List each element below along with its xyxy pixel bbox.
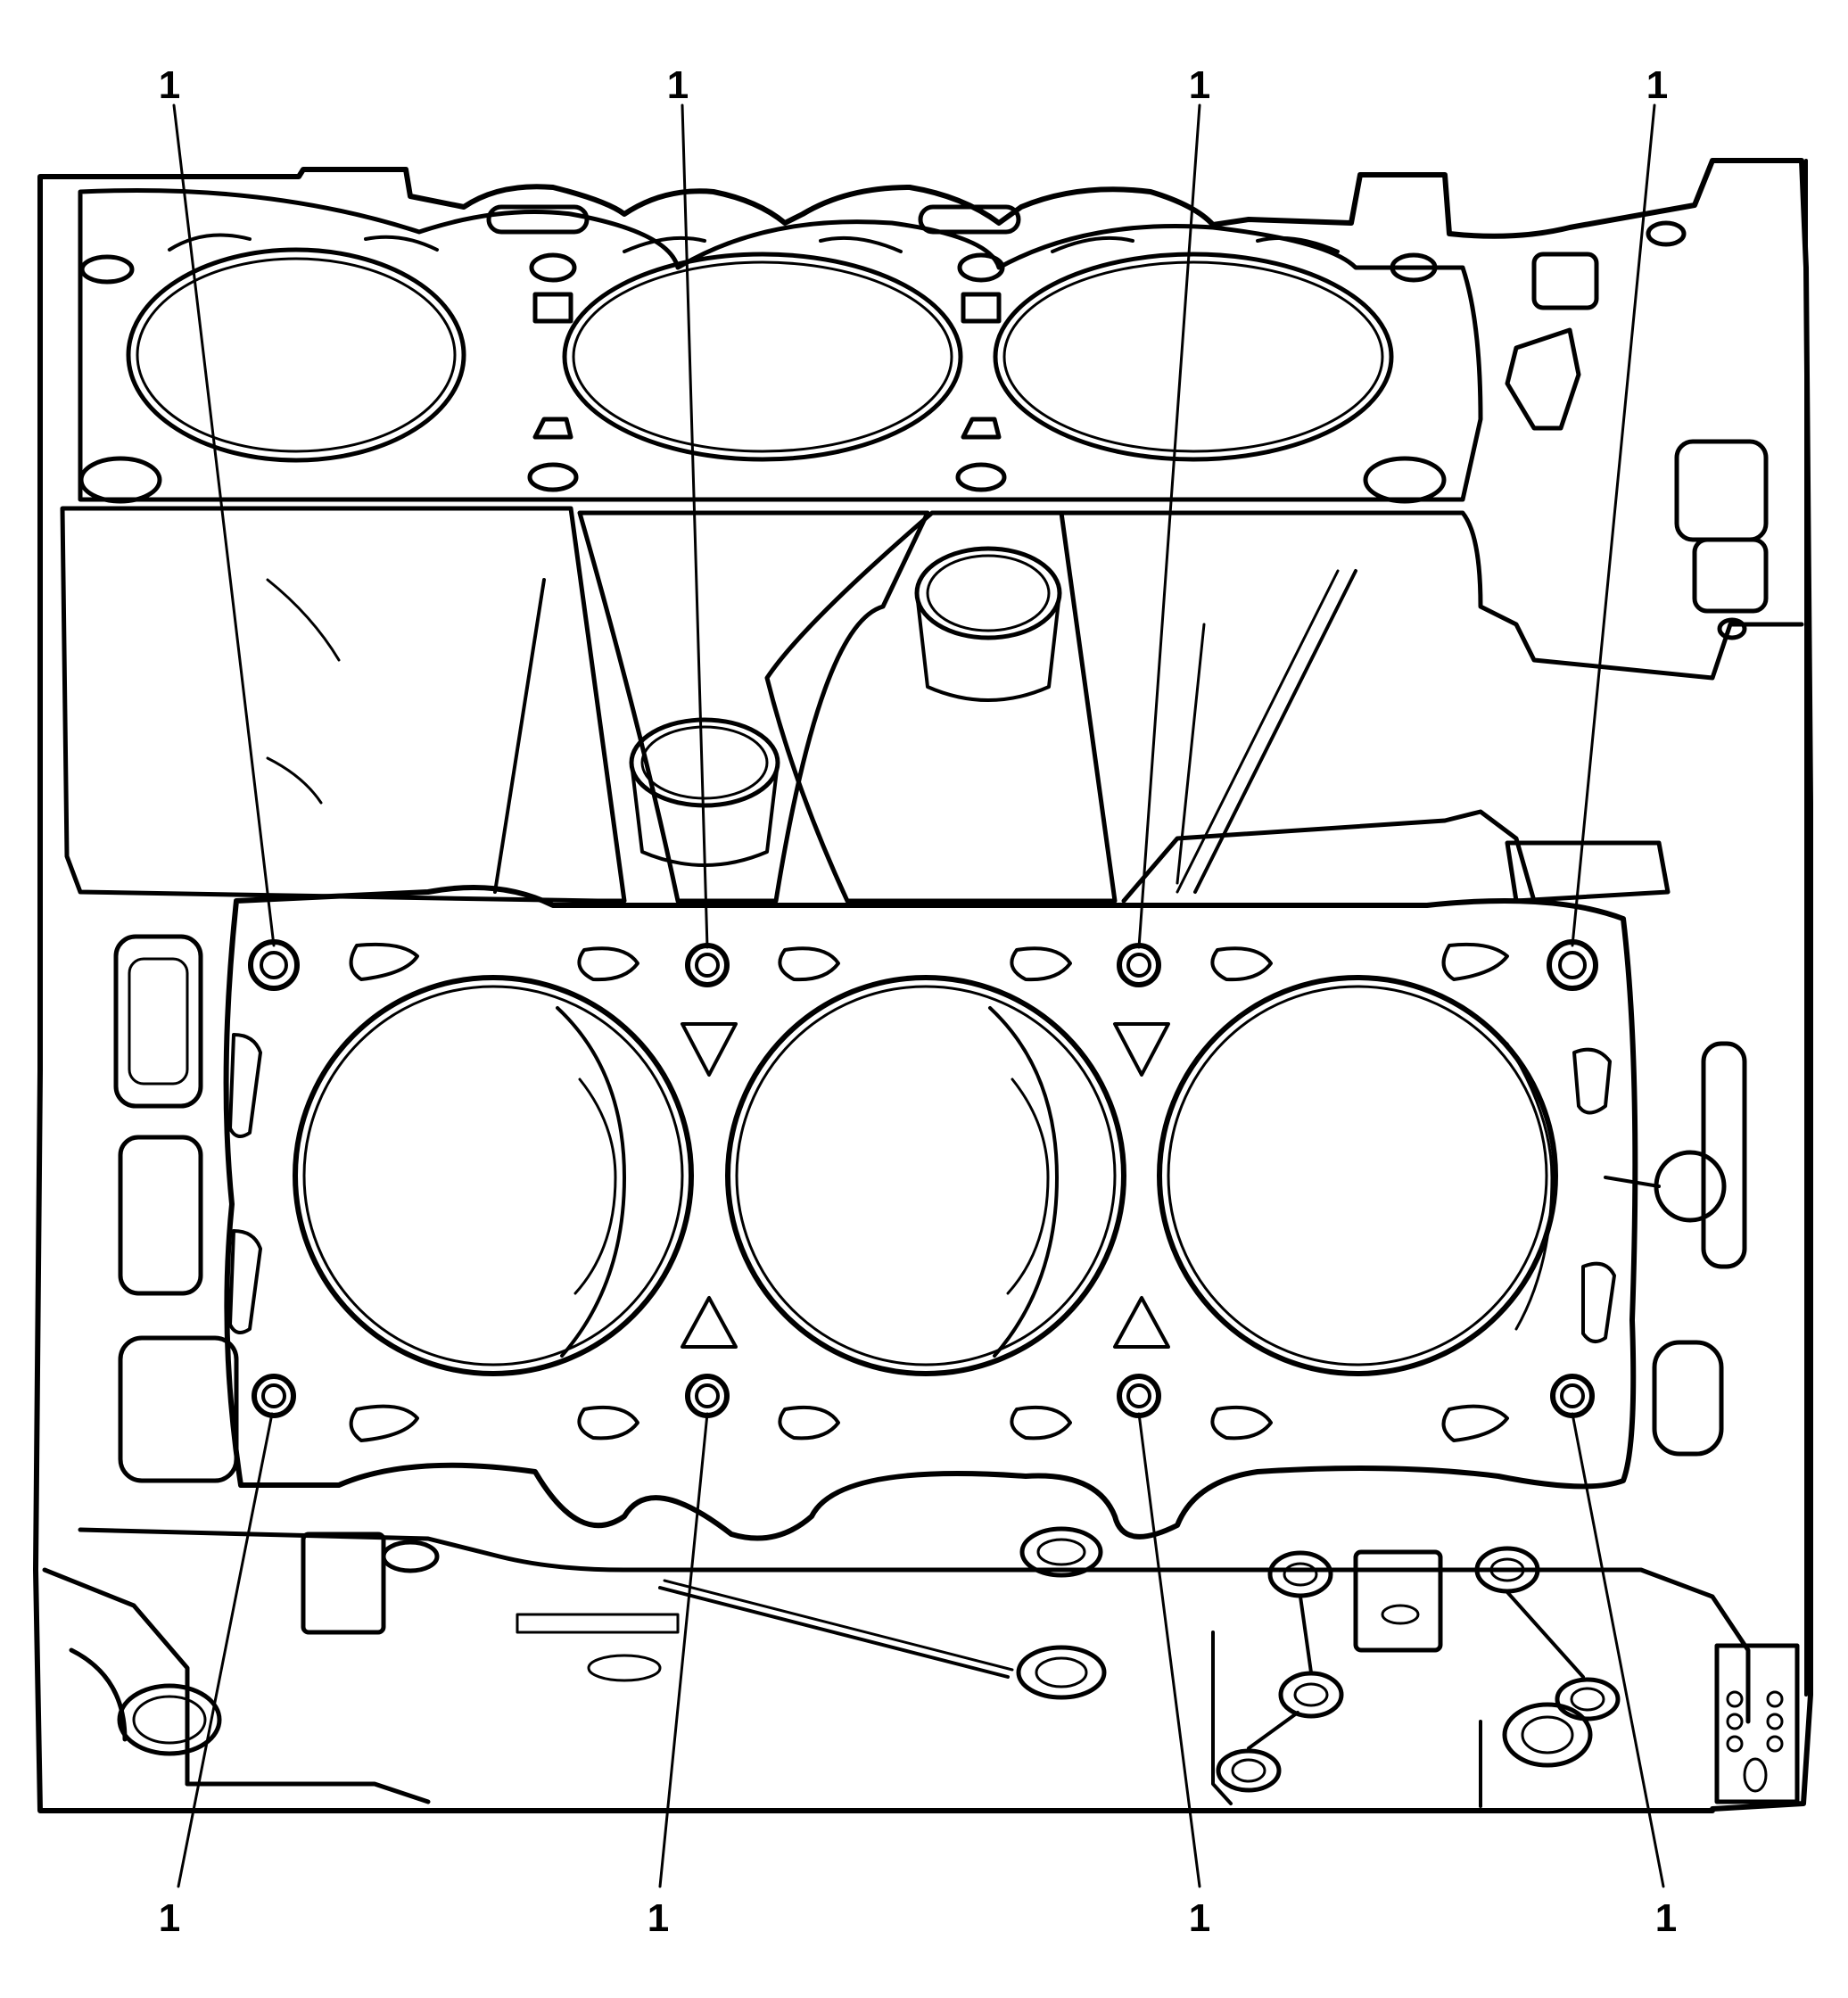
upper-bore-3 bbox=[993, 252, 1394, 462]
cam-bore-2 bbox=[629, 717, 780, 808]
callout-top-3: 1 bbox=[1189, 63, 1210, 107]
callout-bottom-2: 1 bbox=[648, 1896, 669, 1940]
head-bolt-holes bbox=[248, 939, 1598, 1418]
cam-bore-1 bbox=[914, 546, 1062, 640]
callout-bottom-1: 1 bbox=[159, 1896, 180, 1940]
bolt-hole bbox=[1117, 943, 1161, 987]
bolt-hole bbox=[248, 939, 300, 991]
leader-line bbox=[1571, 103, 1656, 947]
leader-line bbox=[172, 103, 276, 947]
bolt-hole bbox=[1550, 1374, 1595, 1418]
callout-bottom-3: 1 bbox=[1189, 1896, 1210, 1940]
callout-bottom-4: 1 bbox=[1655, 1896, 1677, 1940]
bolt-hole bbox=[1547, 939, 1598, 991]
leader-line bbox=[658, 1412, 709, 1888]
leader-line bbox=[1137, 103, 1201, 949]
side-wall bbox=[60, 506, 1804, 904]
crankcase bbox=[42, 1526, 1800, 1808]
lower-deck bbox=[223, 885, 1638, 1541]
leader-line bbox=[177, 1412, 274, 1888]
bolt-hole bbox=[685, 943, 730, 987]
lower-bore-2 bbox=[725, 975, 1126, 1376]
upper-bore-1 bbox=[126, 247, 466, 463]
callout-top-4: 1 bbox=[1646, 63, 1668, 107]
callout-labels: 1 1 1 1 1 1 1 1 bbox=[159, 63, 1677, 1940]
upper-bore-2 bbox=[562, 252, 963, 462]
upper-deck bbox=[78, 187, 1483, 504]
right-side-features bbox=[113, 220, 1769, 1483]
leader-line bbox=[1571, 1412, 1665, 1888]
bolt-hole bbox=[1117, 1374, 1161, 1418]
leader-line bbox=[681, 103, 709, 949]
callout-top-1: 1 bbox=[159, 63, 180, 107]
block-outline bbox=[33, 158, 1813, 1813]
lower-bore-1 bbox=[293, 975, 694, 1376]
leader-lines bbox=[172, 103, 1665, 1888]
oil-port bbox=[117, 1683, 222, 1756]
leader-line bbox=[1137, 1412, 1201, 1888]
bolt-hole bbox=[685, 1374, 730, 1418]
bolt-hole bbox=[252, 1374, 296, 1418]
callout-top-2: 1 bbox=[667, 63, 689, 107]
lower-bore-3 bbox=[1157, 975, 1558, 1376]
